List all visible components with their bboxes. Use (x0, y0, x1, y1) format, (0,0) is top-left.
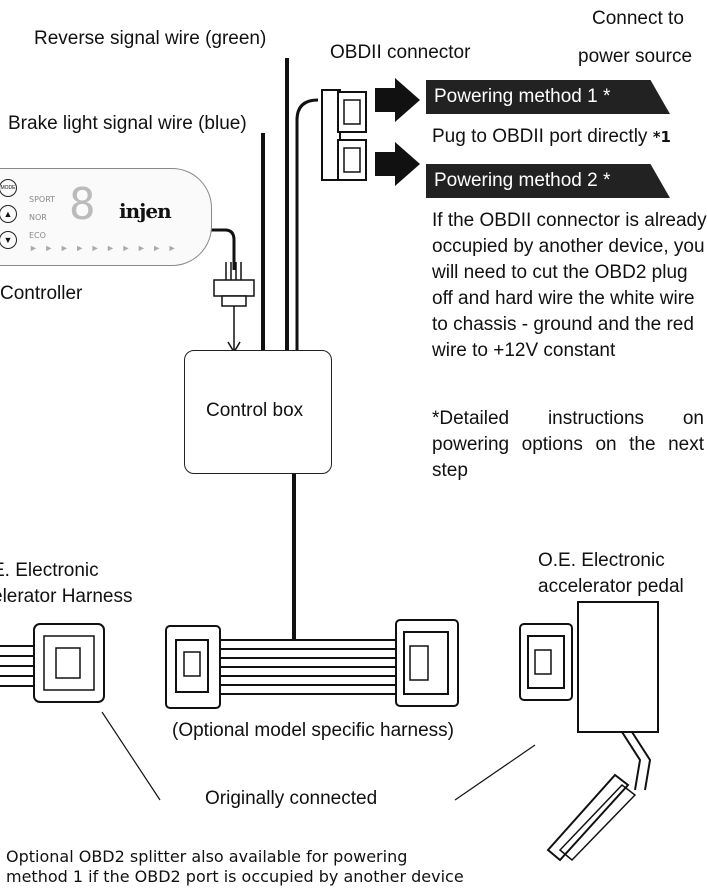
oe-harness-label-1: E. Electronic (0, 560, 99, 581)
level-digit: 8 (69, 179, 96, 230)
method1-text: Pug to OBDII port directly (432, 126, 648, 147)
down-button-icon: ▼ (0, 231, 17, 249)
oe-pedal-label-2: accelerator pedal (538, 576, 684, 597)
oe-pedal-label-1: O.E. Electronic (538, 550, 665, 571)
controller-plug (213, 262, 255, 354)
obd-connector-label: OBDII connector (330, 42, 471, 63)
reverse-wire-label: Reverse signal wire (green) (34, 28, 267, 49)
powering-method-1-text: Pug to OBDII port directly *1 (432, 126, 671, 148)
pedal-assembly (519, 601, 659, 862)
arrow-method2 (375, 142, 420, 186)
control-box (184, 350, 332, 474)
obd-connector-shape (321, 89, 367, 181)
powering-method-2-badge: Powering method 2 * (426, 164, 670, 198)
footer-line-2: method 1 if the OBD2 port is occupied by… (6, 867, 464, 886)
controller-cable (205, 228, 236, 270)
control-box-label: Control box (206, 400, 304, 421)
mode-sport: SPORT (29, 195, 56, 204)
brand-logo: injen (119, 199, 172, 223)
controller-mode-button: MODE (0, 179, 17, 197)
detail-note: *Detailed instructions on powering optio… (432, 408, 704, 481)
optional-harness-label: (Optional model specific harness) (172, 720, 454, 741)
powering-method-2-text: If the OBDII connector is already occupi… (432, 210, 707, 361)
orig-line-left (101, 711, 161, 801)
originally-connected-label: Originally connected (205, 788, 378, 809)
footer-line-1: Optional OBD2 splitter also available fo… (6, 847, 408, 866)
mode-eco: ECO (29, 231, 46, 240)
mode-nor: NOR (29, 213, 47, 222)
arrow-method1 (375, 78, 420, 122)
controller-device: MODE ▲ ▼ SPORT NOR ECO 8 injen ► ► ► ► ►… (0, 168, 212, 266)
model-harness (165, 619, 459, 709)
controller-label: Controller (0, 283, 83, 304)
brake-wire-label: Brake light signal wire (blue) (8, 113, 247, 134)
powering-method-1-badge: Powering method 1 * (426, 80, 670, 114)
oe-harness-label-2: elerator Harness (0, 586, 133, 607)
oe-harness-connector (0, 623, 105, 703)
orig-line-right (454, 744, 536, 801)
connect-to-label: Connect to (592, 8, 684, 29)
obd-wire-bend (295, 98, 319, 121)
level-arrows-icon: ► ► ► ► ► ► ► ► ► ► (29, 243, 179, 253)
method1-ref: *1 (652, 128, 671, 146)
power-source-label: power source (578, 46, 693, 67)
up-button-icon: ▲ (0, 205, 17, 223)
